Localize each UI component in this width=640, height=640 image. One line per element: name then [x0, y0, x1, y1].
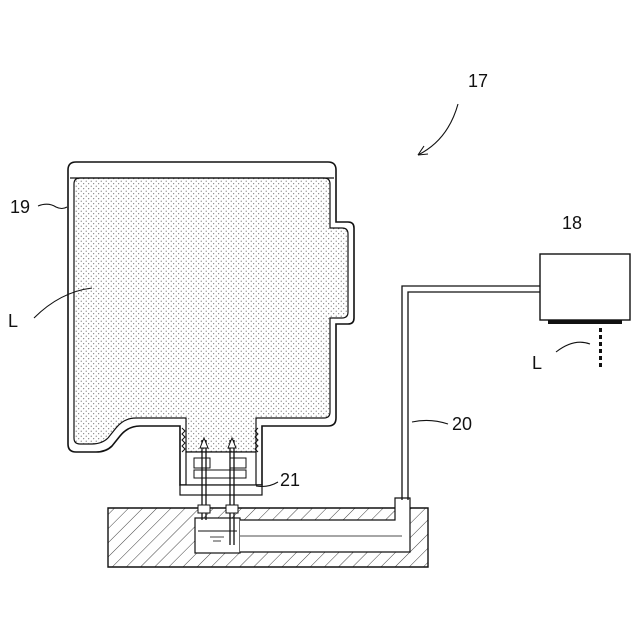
label-18: 18 — [562, 213, 582, 233]
ejected-droplets — [599, 328, 602, 367]
label-20: 20 — [452, 414, 472, 434]
tank — [68, 162, 354, 485]
tank-liquid-L — [74, 178, 348, 452]
reservoir-cavity — [195, 518, 240, 553]
label-17: 17 — [468, 71, 488, 91]
leader-L-ejected — [556, 342, 590, 352]
tube — [402, 286, 540, 500]
label-21: 21 — [280, 470, 300, 490]
label-L-ejected: L — [532, 353, 542, 373]
leader-17 — [418, 104, 458, 155]
head — [540, 254, 630, 367]
leader-20 — [412, 420, 448, 424]
label-19: 19 — [10, 197, 30, 217]
base-block — [108, 498, 428, 567]
leader-19 — [38, 204, 67, 208]
label-L-tank: L — [8, 311, 18, 331]
